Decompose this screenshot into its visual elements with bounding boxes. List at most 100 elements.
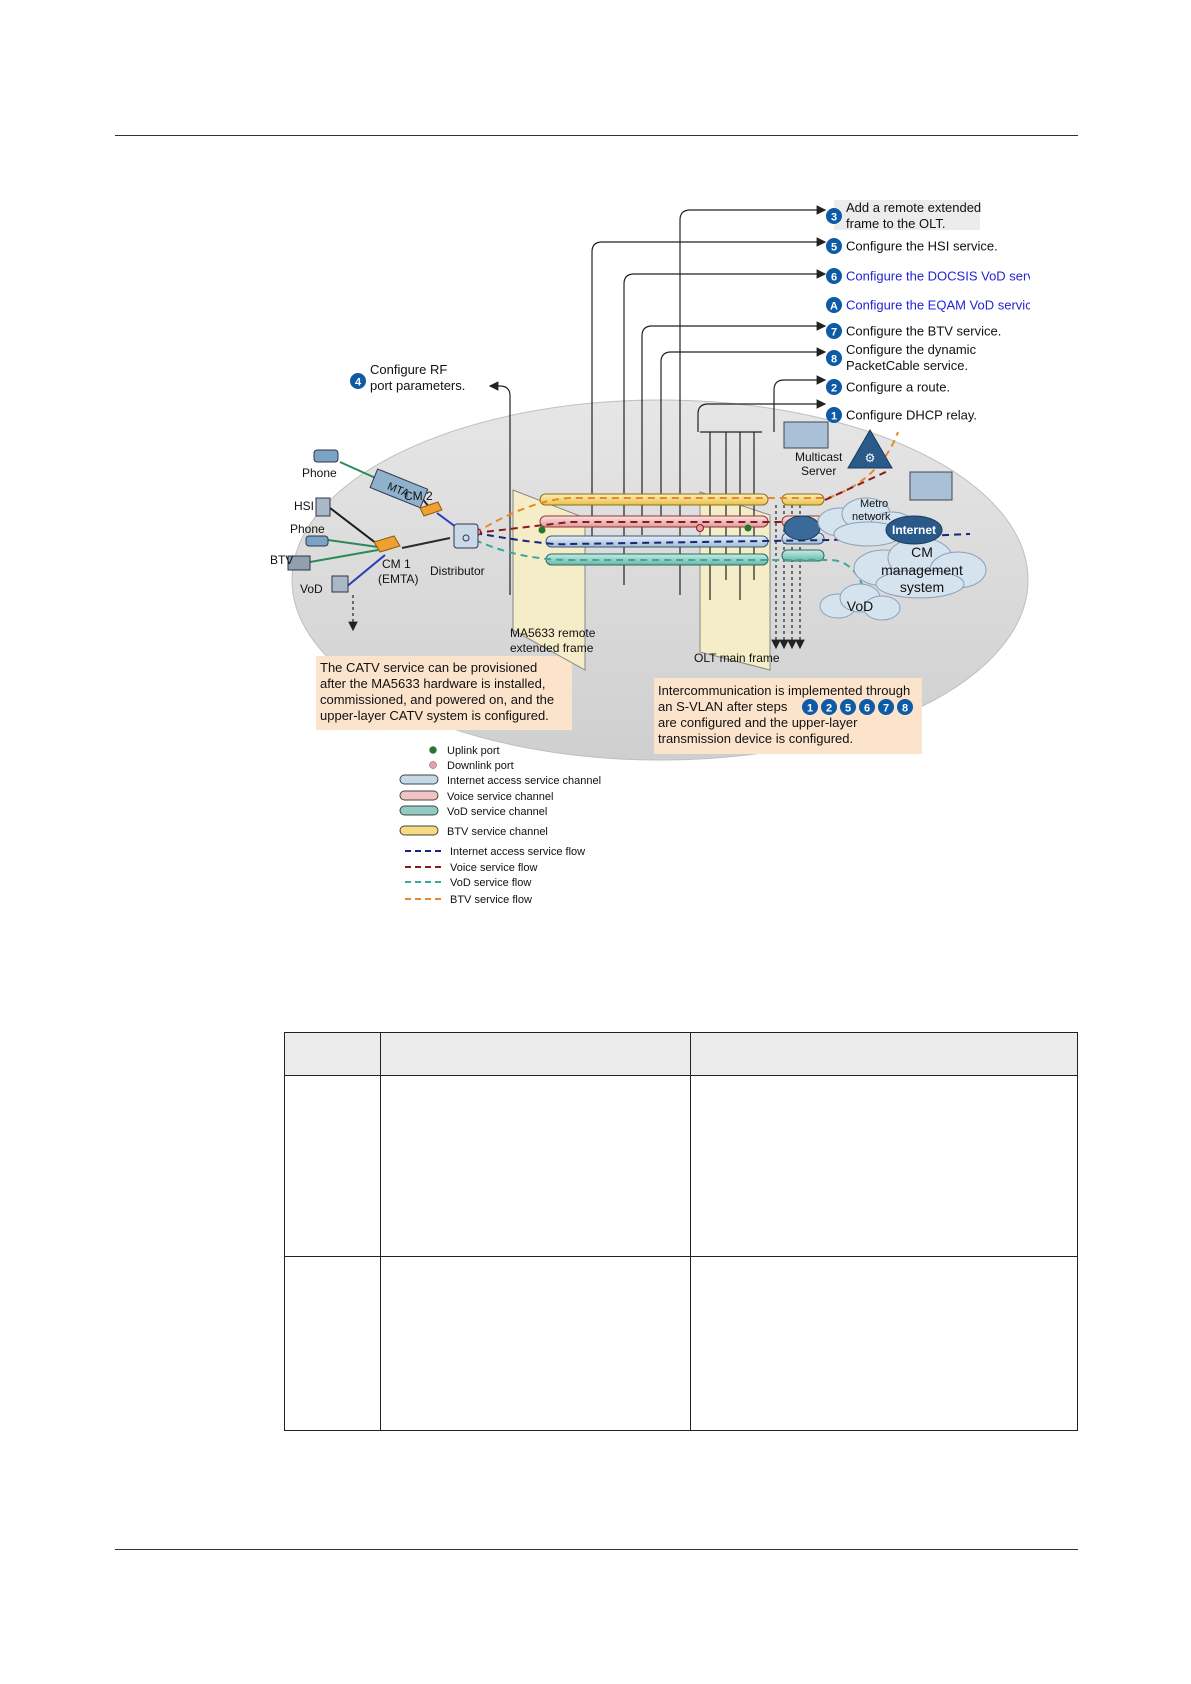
- table-header-row: [284, 1032, 1078, 1076]
- step-rf-line1: Configure RF: [370, 362, 447, 377]
- catv-note-line: upper-layer CATV system is configured.: [320, 708, 549, 723]
- table-row: [284, 1075, 1078, 1257]
- uplink-port-olt: [744, 524, 752, 532]
- step-callout: A Configure the EQAM VoD service.: [826, 297, 1030, 313]
- legend-item: Voice service flow: [405, 862, 537, 874]
- legend-label: VoD service channel: [447, 806, 547, 818]
- step-text: Configure the HSI service.: [846, 239, 998, 254]
- step-badge: 1: [831, 411, 837, 423]
- vod-left-label: VoD: [300, 582, 323, 596]
- table-cell: [379, 1256, 692, 1431]
- catv-note-bg: [316, 656, 572, 730]
- metro-label: Metro: [860, 498, 888, 510]
- table-cell: [379, 1075, 692, 1257]
- step-badge: 8: [831, 354, 837, 366]
- table-cell: [284, 1256, 381, 1431]
- step-text: Configure the EQAM VoD service.: [846, 298, 1030, 313]
- svlan-badge: 7: [883, 703, 889, 715]
- ma5633-label: MA5633 remote: [510, 626, 596, 640]
- hsi-label: HSI: [294, 499, 314, 513]
- step-badge: 5: [831, 242, 837, 254]
- svlan-badge-circle: [821, 699, 837, 715]
- legend-label: VoD service flow: [450, 877, 531, 889]
- svlan-note-line: Intercommunication is implemented throug…: [658, 683, 910, 698]
- internet-label: Internet: [892, 523, 936, 537]
- cm2-device: [419, 501, 443, 517]
- legend-item: BTV service flow: [405, 894, 532, 906]
- gear-icon: ⚙: [865, 451, 876, 465]
- legend-item: Uplink port: [429, 745, 500, 757]
- cm1-label: CM 1: [382, 557, 411, 571]
- step-badge-circle: [826, 407, 842, 423]
- table-header-cell: [379, 1032, 692, 1076]
- olt-label: OLT main frame: [694, 651, 780, 665]
- step-badge: A: [830, 301, 838, 313]
- svlan-badge-circle: [840, 699, 856, 715]
- legend-label: Voice service channel: [447, 791, 553, 803]
- multicast-sub-label: Server: [801, 464, 836, 478]
- legend-item: VoD service channel: [399, 805, 547, 818]
- svlan-badge: 5: [845, 703, 851, 715]
- legend-swatch: [399, 790, 439, 801]
- legend-item: VoD service flow: [405, 877, 531, 889]
- svlan-note-bg: [654, 678, 922, 754]
- cm-mgmt-sub2-label: system: [900, 579, 944, 595]
- legend-swatch: [399, 825, 439, 836]
- step-badge-circle: [826, 297, 842, 313]
- catv-note-line: after the MA5633 hardware is installed,: [320, 676, 545, 691]
- legend-item: Internet access service flow: [405, 846, 585, 858]
- step-badge-circle: [826, 379, 842, 395]
- svlan-badge: 2: [826, 703, 832, 715]
- metro-router-triangle: [847, 429, 893, 469]
- svlan-note-line: are configured and the upper-layer: [658, 715, 858, 730]
- step-text: frame to the OLT.: [846, 216, 945, 231]
- metro-router: [783, 515, 821, 541]
- cm2-label: CM 2: [404, 489, 433, 503]
- multicast-label: Multicast: [795, 450, 843, 464]
- step-text: Configure the BTV service.: [846, 324, 1001, 339]
- svlan-badge-circle: [878, 699, 894, 715]
- step-text: Add a remote extended: [846, 200, 981, 215]
- vod-tv: [331, 575, 349, 593]
- legend-item: Downlink port: [429, 760, 514, 772]
- legend-swatch: [429, 761, 437, 769]
- legend-item: BTV service channel: [399, 825, 548, 838]
- vod-cloud: [819, 583, 901, 621]
- btv-channel-stub: [781, 493, 825, 506]
- svlan-note-line: transmission device is configured.: [658, 731, 853, 746]
- distributor-port: [462, 534, 470, 542]
- btv-channel: [539, 493, 769, 506]
- cm-management-cloud: [853, 537, 987, 599]
- footer-rule: [115, 1549, 1078, 1550]
- step-connectors: [488, 205, 827, 600]
- catv-note-line: The CATV service can be provisioned: [320, 660, 537, 675]
- hsi-computer: [315, 497, 331, 517]
- svlan-badge-circle: [859, 699, 875, 715]
- cm1-sub-label: (EMTA): [378, 572, 418, 586]
- metro-sub-label: network: [852, 511, 891, 523]
- step-badge: 3: [831, 212, 837, 224]
- legend-item: Voice service channel: [399, 790, 553, 803]
- legend-label: Internet access service flow: [450, 846, 585, 858]
- table-header-cell: [690, 1032, 1078, 1076]
- svlan-badge-circle: [802, 699, 818, 715]
- step-rf-line2: port parameters.: [370, 378, 465, 393]
- step-callout: 5 Configure the HSI service.: [826, 238, 998, 254]
- cm-management-server: [909, 471, 953, 501]
- step-badge: 2: [831, 383, 837, 395]
- network-diagram: MTA ⚙ Phone CM 2 HSI Phone BTV CM 1 (EMT…: [270, 200, 1030, 906]
- legend-label: Uplink port: [447, 745, 500, 757]
- step-badge: 6: [831, 272, 837, 284]
- step3-bg: [834, 200, 980, 230]
- internet-channel: [545, 535, 769, 548]
- svlan-badge: 1: [807, 703, 813, 715]
- cm1-device: [373, 535, 401, 553]
- step-rf-callout: 4 Configure RF port parameters.: [350, 362, 465, 393]
- phone-top-device: [313, 449, 339, 463]
